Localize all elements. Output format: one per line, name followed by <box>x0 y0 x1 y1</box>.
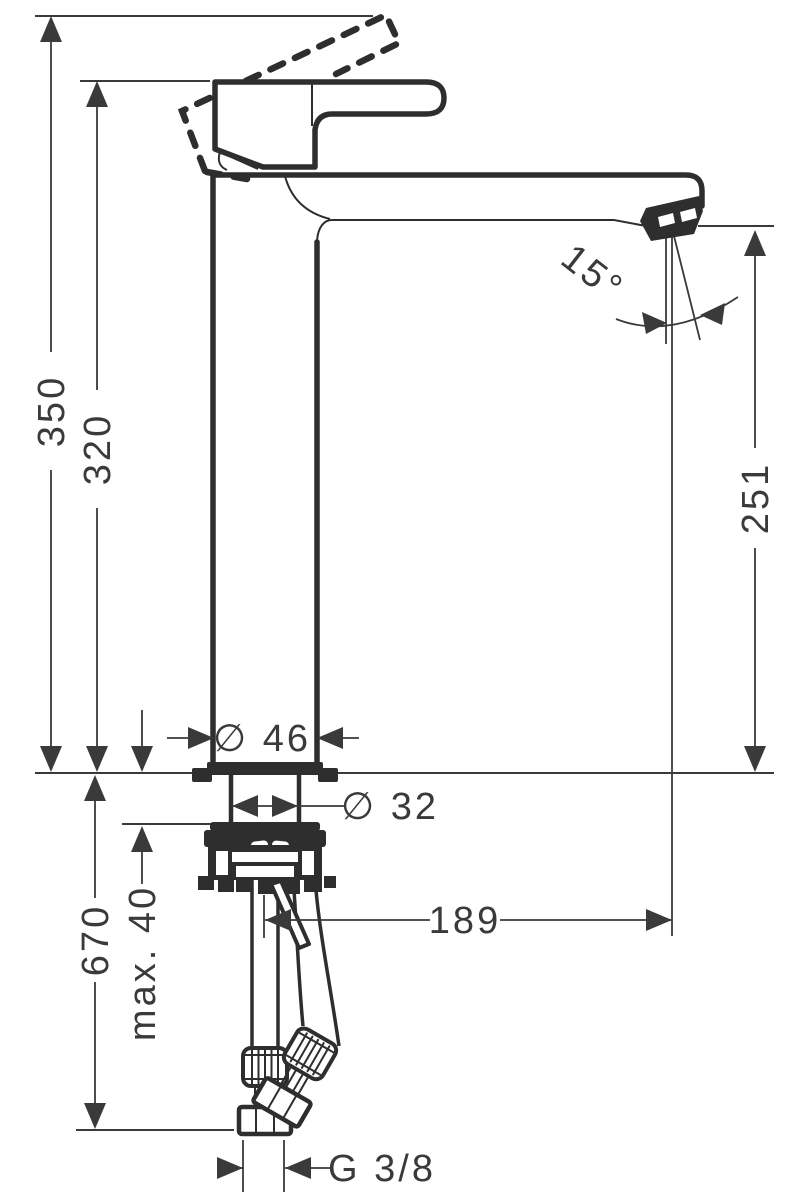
dimension-spout-outlet-height: 251 <box>735 230 777 772</box>
spout-and-column <box>210 172 705 767</box>
dim-label-hose-length: 670 <box>75 904 117 976</box>
dimension-max-counter-thickness: max. 40 <box>122 710 164 1041</box>
dim-label-spray-angle: 15° <box>553 237 631 311</box>
dim-label-total-height: 350 <box>31 375 73 447</box>
dimension-spout-reach: 189 <box>265 900 672 942</box>
dimension-total-height: 350 <box>31 16 73 772</box>
supply-hoses <box>236 876 341 1137</box>
dim-label-connection-thread: G 3/8 <box>328 1148 436 1190</box>
dim-label-spout-outlet-height: 251 <box>735 462 777 534</box>
reference-lines <box>35 15 774 1192</box>
right-hose-end <box>251 1026 339 1129</box>
dimension-shaft-diameter: ∅ 32 <box>232 786 439 828</box>
dimension-body-height: 320 <box>77 81 119 772</box>
dim-label-max-counter-thickness: max. 40 <box>122 885 164 1041</box>
handle-lever <box>212 79 447 170</box>
dimension-body-diameter: ∅ 46 <box>167 718 359 760</box>
dim-label-shaft-diameter: ∅ 32 <box>341 786 439 828</box>
aerator <box>640 196 703 241</box>
mounting-hardware <box>198 822 336 950</box>
dim-label-body-height: 320 <box>77 413 119 485</box>
dim-label-body-diameter: ∅ 46 <box>213 718 311 760</box>
dim-label-spout-reach: 189 <box>429 900 501 942</box>
mounting-shaft <box>228 775 302 823</box>
base-plate <box>207 762 323 775</box>
faucet-outline <box>192 79 705 823</box>
dimension-hose-length: 670 <box>75 775 117 1129</box>
dimension-connection-thread: G 3/8 <box>217 1148 436 1190</box>
dimension-spray-angle: 15° <box>553 237 739 334</box>
